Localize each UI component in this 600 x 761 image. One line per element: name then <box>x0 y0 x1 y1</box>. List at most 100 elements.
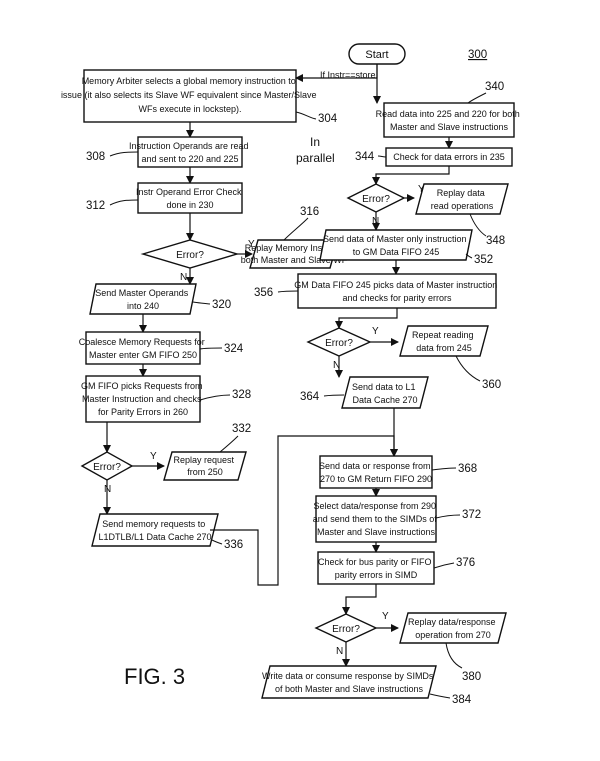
leader-308 <box>109 151 139 157</box>
ref-384: 384 <box>452 694 472 706</box>
decision-3-text: Error? <box>362 194 390 205</box>
step-364-text: Send data to L1 Data Cache 270 <box>352 382 418 405</box>
step-340-text: Read data into 225 and 220 for both Mast… <box>376 109 523 132</box>
decision-4-no: N <box>333 360 340 371</box>
decision-5-no: N <box>336 646 343 657</box>
ref-316: 316 <box>300 206 319 218</box>
step-360-box <box>399 325 489 357</box>
ref-340: 340 <box>485 81 504 93</box>
decision-5-text: Error? <box>332 624 360 635</box>
ref-380: 380 <box>462 671 481 683</box>
step-320-text: Send Master Operands into 240 <box>95 288 191 311</box>
step-312-box <box>137 182 243 214</box>
leader-364 <box>323 394 345 397</box>
step-344-text: Check for data errors in 235 <box>393 152 505 162</box>
step-312-text: Instr Operand Error Check done in 230 <box>136 187 244 210</box>
ref-352: 352 <box>474 254 493 266</box>
start-condition: If Instr==store <box>320 70 376 80</box>
ref-336: 336 <box>224 539 243 551</box>
arrow-376-d5 <box>342 584 377 615</box>
step-376-box <box>317 551 435 585</box>
arrow-356-d4 <box>335 308 398 329</box>
step-384-box <box>261 665 437 699</box>
leader-368 <box>431 467 457 471</box>
leader-360 <box>455 355 481 382</box>
step-356-box <box>297 273 497 309</box>
decision-5-yes: Y <box>382 611 389 622</box>
step-316-box <box>249 239 339 269</box>
leader-336 <box>211 539 223 545</box>
step-372-text: Select data/response from 290 and send t… <box>313 501 440 537</box>
step-304-text: Memory Arbiter selects a global memory i… <box>61 76 319 114</box>
step-308-text: Instruction Operands are read and sent t… <box>129 141 251 164</box>
leader-380 <box>445 642 463 669</box>
step-328-box <box>85 375 201 423</box>
step-332-text: Replay request from 250 <box>173 455 236 477</box>
step-324-text: Coalesce Memory Requests for Master ente… <box>79 337 208 360</box>
leader-376 <box>433 562 455 569</box>
leader-312 <box>109 199 139 206</box>
figure-caption: FIG. 3 <box>124 664 185 689</box>
decision-1-text: Error? <box>176 250 204 261</box>
ref-304: 304 <box>318 113 338 125</box>
start-label: Start <box>365 49 388 61</box>
ref-332: 332 <box>232 423 251 435</box>
leader-316 <box>283 217 309 241</box>
parallel-note-line-2: parallel <box>296 151 335 165</box>
decision-4-text: Error? <box>325 338 353 349</box>
decision-1-no: N <box>180 272 187 283</box>
step-328-text: GM FIFO picks Requests from Master Instr… <box>81 381 205 417</box>
leader-340 <box>467 92 487 104</box>
step-360-text: Repeat reading data from 245 <box>412 330 476 353</box>
leader-352 <box>465 253 473 259</box>
ref-348: 348 <box>486 235 505 247</box>
leader-304 <box>295 111 317 120</box>
step-368-box <box>319 455 433 489</box>
step-304-box <box>83 69 297 123</box>
step-356-text: GM Data FIFO 245 picks data of Master in… <box>294 280 500 303</box>
ref-376: 376 <box>456 557 475 569</box>
leader-328 <box>199 394 231 401</box>
leader-324 <box>199 347 223 350</box>
step-348-box <box>415 183 509 215</box>
step-316-text: Replay Memory Instr for both Master and … <box>241 243 348 265</box>
ref-360: 360 <box>482 379 501 391</box>
ref-320: 320 <box>212 299 231 311</box>
step-352-box <box>319 229 473 261</box>
decision-4-yes: Y <box>372 326 379 337</box>
leader-332 <box>219 435 239 453</box>
step-336-text: Send memory requests to L1DTLB/L1 Data C… <box>98 519 211 542</box>
step-380-text: Replay data/response operation from 270 <box>408 617 498 640</box>
ref-344: 344 <box>355 151 375 163</box>
ref-368: 368 <box>458 463 477 475</box>
ref-372: 372 <box>462 509 481 521</box>
decision-1-yes: Y <box>248 239 255 250</box>
leader-320 <box>192 301 211 305</box>
step-352-text: Send data of Master only instruction to … <box>323 234 469 257</box>
step-384-text: Write data or consume response by SIMDs … <box>262 671 436 694</box>
step-368-text: Send data or response from 270 to GM Ret… <box>319 461 433 484</box>
step-348-text: Replay data read operations <box>431 188 494 211</box>
leader-344 <box>377 155 387 158</box>
decision-2-text: Error? <box>93 462 121 473</box>
step-380-box <box>399 612 507 644</box>
step-364-box <box>341 376 429 409</box>
step-336-box <box>91 513 219 547</box>
ref-324: 324 <box>224 343 244 355</box>
decision-3-yes: Y <box>418 184 425 195</box>
step-320-box <box>89 283 197 315</box>
ref-328: 328 <box>232 389 251 401</box>
ref-364: 364 <box>300 391 320 403</box>
leader-384 <box>429 693 451 699</box>
figure-number: 300 <box>468 49 487 61</box>
arrow-344-d3 <box>372 166 450 185</box>
step-324-box <box>85 331 201 365</box>
leader-372 <box>435 514 461 519</box>
ref-312: 312 <box>86 200 105 212</box>
leader-356 <box>277 290 299 293</box>
parallel-note-line-1: In <box>310 135 320 149</box>
decision-2-yes: Y <box>150 451 157 462</box>
leader-348 <box>469 213 487 237</box>
step-376-text: Check for bus parity or FIFO parity erro… <box>318 557 434 580</box>
